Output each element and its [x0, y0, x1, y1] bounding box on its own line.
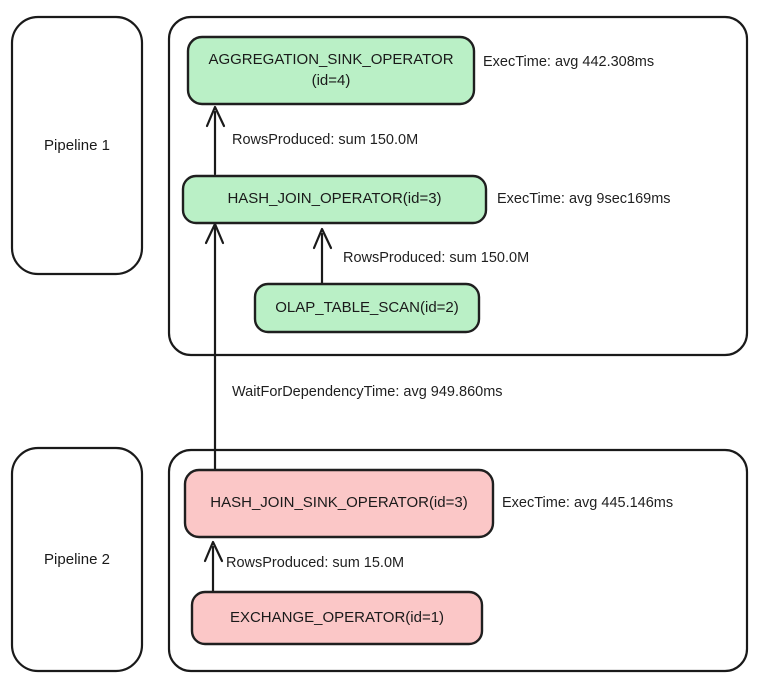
pipeline-2-container[interactable]: [10, 446, 144, 673]
metric-hash-join-sink-operator: ExecTime: avg 445.146ms: [502, 495, 674, 511]
edge-olapscan-to-hashjoin: [312, 227, 333, 285]
node-olap-table-scan[interactable]: [253, 282, 481, 334]
pipeline-1-label-text: Pipeline 1: [44, 137, 110, 154]
edge-exchange-to-hashjoinsink: [203, 540, 224, 594]
pipeline-1-container[interactable]: [10, 15, 144, 276]
edge-label-hashjoin-to-aggsink: RowsProduced: sum 150.0M: [232, 132, 419, 148]
pipeline-2-label-text: Pipeline 2: [44, 551, 110, 568]
node-exchange-operator[interactable]: [190, 590, 484, 646]
node-hash-join-sink-operator[interactable]: [183, 468, 495, 539]
edge-label-hashjoinsink-to-hashjoin: WaitForDependencyTime: avg 949.860ms: [232, 384, 503, 400]
edge-label-exchange-to-hashjoinsink: RowsProduced: sum 15.0M: [226, 555, 405, 571]
node-aggregation-sink-operator[interactable]: [186, 35, 476, 106]
node-hash-join-operator[interactable]: [181, 174, 488, 225]
pipeline-2-label: Pipeline 2: [12, 448, 142, 671]
edge-hashjoin-to-aggsink: [205, 105, 226, 176]
metric-aggregation-sink-operator: ExecTime: avg 442.308ms: [483, 54, 655, 70]
metric-hash-join-operator: ExecTime: avg 9sec169ms: [497, 191, 671, 207]
edge-label-olapscan-to-hashjoin: RowsProduced: sum 150.0M: [343, 250, 530, 266]
pipeline-1-label: Pipeline 1: [12, 17, 142, 274]
